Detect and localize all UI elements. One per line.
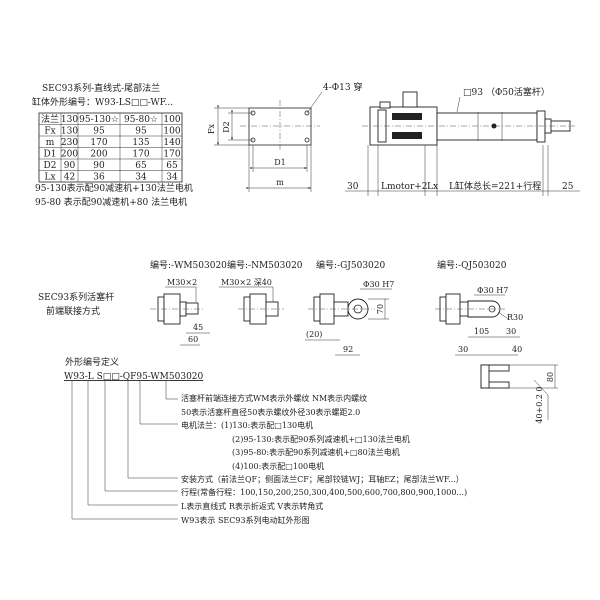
table-cell: 130 xyxy=(61,127,78,137)
table-header: 95-130☆ xyxy=(79,115,119,125)
qj-code: 编号:-QJ503020 xyxy=(437,259,507,271)
table-cell: 65 xyxy=(135,161,147,171)
code-definition: 外形编号定义 W93-L S□□-QF95-WM503020 活塞杆前端连接方式… xyxy=(64,356,467,525)
wm-code: 编号:-WM503020 xyxy=(150,259,227,271)
rod-end-wm: 编号:-WM503020 M30×2 45 60 xyxy=(150,259,227,346)
table-row-label: m xyxy=(46,138,55,148)
table-row-label: D1 xyxy=(44,150,57,160)
table-cell: 34 xyxy=(166,173,178,183)
table-header: 95-80☆ xyxy=(124,115,158,125)
qj-radius: R30 xyxy=(507,313,523,322)
wm-thread: M30×2 xyxy=(167,278,197,287)
code-def-title: 外形编号定义 xyxy=(65,356,119,368)
table-cell: 170 xyxy=(163,150,180,160)
flange-front-view: Fx D2 D1 m 4-Φ13 穿 xyxy=(207,81,362,192)
table-cell: 65 xyxy=(166,161,178,171)
table-header: 100 xyxy=(163,115,180,125)
gj-code: 编号:-GJ503020 xyxy=(316,259,386,271)
header-title: SEC93系列-直线式-尾部法兰 xyxy=(42,82,160,94)
dim-25: 25 xyxy=(562,182,574,192)
dim-fx: Fx xyxy=(207,123,216,134)
code-def-line: (4)100:表示配□100电机 xyxy=(232,461,324,471)
dim-d2: D2 xyxy=(222,121,231,133)
rod-end-title: SEC93系列活塞杆 xyxy=(38,291,114,303)
nm-code: 编号:-NM503020 xyxy=(227,259,303,271)
rod-end-title: 前端联接方式 xyxy=(46,305,100,317)
gj-dim-h: 70 xyxy=(376,304,385,314)
gj-bore: Φ30 H7 xyxy=(363,280,394,289)
gj-dim-b: 92 xyxy=(343,345,353,354)
wm-dim-a: 45 xyxy=(193,323,203,332)
table-cell: 170 xyxy=(90,138,107,148)
table-header: 法兰 xyxy=(41,113,59,125)
code-def-line: (2)95-130:表示配90系列减速机+□130法兰电机 xyxy=(232,434,410,444)
table-note: 95-130表示配90减速机+130法兰电机 xyxy=(35,182,193,194)
header-model-code: 缸体外形编号：W93-LS□□-WF... xyxy=(32,96,173,108)
table-cell: 42 xyxy=(64,173,75,183)
qj-dim-a: 105 xyxy=(474,327,489,336)
clevis-tolerance: 40+0.2 0 xyxy=(535,386,544,423)
code-def-code: W93-L S□□-QF95-WM503020 xyxy=(64,372,204,382)
table-cell: 36 xyxy=(93,173,105,183)
code-def-line: 行程(常备行程：100,150,200,250,300,400,500,600,… xyxy=(181,487,467,497)
qj-bore: Φ30 H7 xyxy=(477,286,508,295)
wm-dim-b: 60 xyxy=(188,335,198,344)
table-cell: 95 xyxy=(93,127,105,137)
rod-diameter-label: （Φ50活塞杆） xyxy=(486,86,550,98)
table-note: 95-80 表示配90减速机+80 法兰电机 xyxy=(35,196,187,208)
clevis-detail: 30 40 80 40+0.2 0 xyxy=(455,345,558,424)
dim-lmotor: Lmotor+2 xyxy=(381,182,428,192)
rod-end-gj: 编号:-GJ503020 Φ30 H7 70 (20) 92 xyxy=(305,259,394,356)
dim-lx: Lx xyxy=(427,182,438,192)
cylinder-side-view: □93 （Φ50活塞杆） 30 Lmotor+2 Lx L缸体总长=221+行程… xyxy=(345,86,580,196)
table-cell: 135 xyxy=(132,138,149,148)
rod-end-nm: 编号:-NM503020 M30×2 深40 xyxy=(219,259,303,325)
dim-total-length: L缸体总长=221+行程 xyxy=(449,180,541,192)
clevis-dim-h: 80 xyxy=(546,372,555,382)
table-row-label: Lx xyxy=(44,173,55,183)
code-def-line: 电机法兰：(1)130:表示配□130电机 xyxy=(181,420,313,430)
table-cell: 230 xyxy=(61,138,78,148)
qj-dim-b: 30 xyxy=(506,327,516,336)
table-cell: 95 xyxy=(135,127,147,137)
square-93-label: □93 xyxy=(463,88,483,98)
table-cell: 200 xyxy=(90,150,107,160)
code-def-line: 安装方式（前法兰QF；侧面法兰CF；尾部铰链WJ；耳轴EZ；尾部法兰WF...） xyxy=(181,474,464,484)
clevis-dim-b: 40 xyxy=(512,345,522,354)
table-cell: 140 xyxy=(163,138,180,148)
dim-d1: D1 xyxy=(274,158,286,167)
table-header: 130 xyxy=(61,115,78,125)
table-cell: 100 xyxy=(163,127,180,137)
code-def-line: L表示直线式 R表示折返式 V表示转角式 xyxy=(181,501,323,511)
table-cell: 34 xyxy=(135,173,147,183)
code-def-line: 活塞杆前端连接方式WM表示外螺纹 NM表示内螺纹 xyxy=(181,393,367,403)
table-cell: 90 xyxy=(64,161,76,171)
clevis-dim-a: 30 xyxy=(458,345,468,354)
code-def-line: W93表示 SEC93系列电动缸外形图 xyxy=(181,515,310,525)
dim-30: 30 xyxy=(347,182,359,192)
code-def-line: (3)95-80:表示配90系列减速机+□80法兰电机 xyxy=(232,447,400,457)
hole-label: 4-Φ13 穿 xyxy=(323,81,362,93)
table-row-label: D2 xyxy=(44,161,57,171)
table-row-label: Fx xyxy=(44,127,55,137)
rod-end-qj: 编号:-QJ503020 Φ30 H7 R30 105 30 xyxy=(435,259,523,338)
nm-thread: M30×2 深40 xyxy=(221,278,272,287)
table-cell: 90 xyxy=(93,161,105,171)
code-def-line: 50表示活塞杆直径50表示螺纹外径30表示螺距2.0 xyxy=(181,407,360,417)
gj-dim-a: (20) xyxy=(306,330,322,339)
table-cell: 200 xyxy=(61,150,78,160)
dim-m: m xyxy=(276,178,284,187)
table-cell: 170 xyxy=(132,150,149,160)
